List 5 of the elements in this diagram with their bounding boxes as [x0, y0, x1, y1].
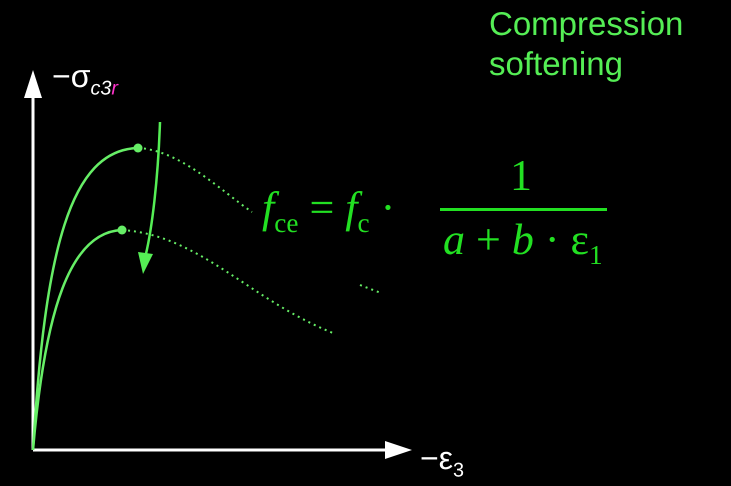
- annotation-text: Compression softening: [489, 4, 684, 84]
- axis-label: −ε$_{3}$: [420, 440, 464, 482]
- formula-numerator: 1: [510, 150, 532, 201]
- formula-denominator: a + b · ε$_{1}$: [443, 214, 603, 271]
- formula-text: f$_{ce}$ = f$_{c}$ ·: [262, 182, 396, 239]
